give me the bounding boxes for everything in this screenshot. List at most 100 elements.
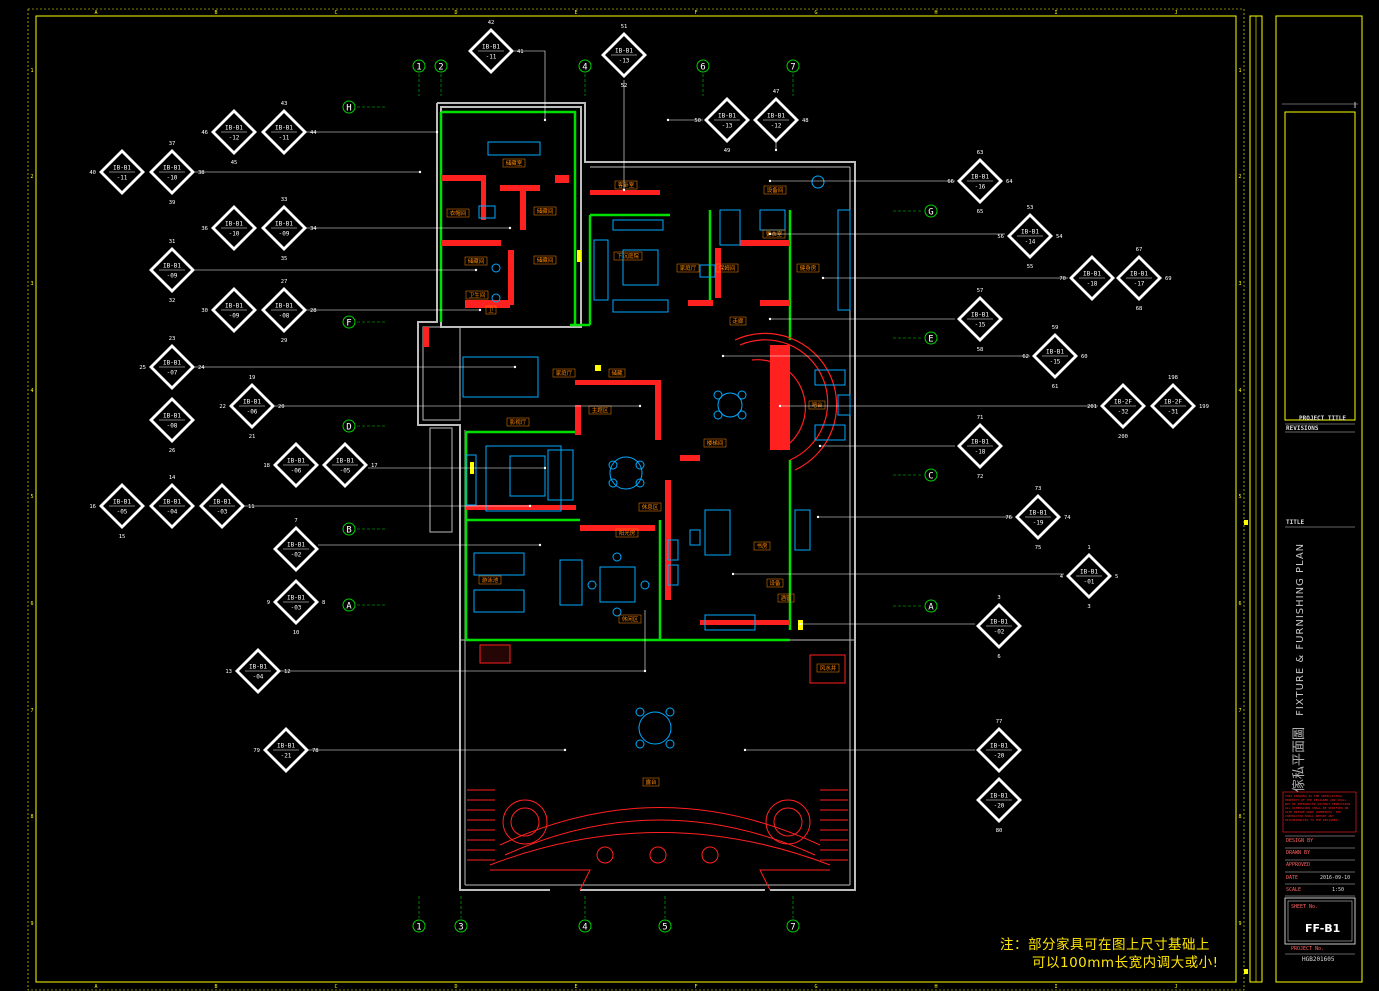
grid-bubble: G xyxy=(893,204,938,218)
room-label-text: 家庭厅 xyxy=(556,369,573,377)
date-label: DATE xyxy=(1286,875,1299,881)
tag-ref-bottom: 68 xyxy=(1136,306,1143,312)
tag-ref-top: 19 xyxy=(249,375,256,381)
leader-dot xyxy=(778,404,782,408)
drawing-title: 傢私平面圖 FIXTURE & FURNISHING PLAN xyxy=(1288,543,1307,792)
room-label: 储藏间 xyxy=(533,206,557,216)
border-letter-bottom: J xyxy=(1174,984,1177,990)
tag-number: -08 xyxy=(279,313,290,320)
tag-number: -05 xyxy=(340,468,351,475)
tag-ref-top: 37 xyxy=(169,141,176,147)
leader-dot xyxy=(538,543,542,547)
room-label: 风水井 xyxy=(816,663,840,673)
note-line-2: 可以100mm长宽内调大或小! xyxy=(1032,955,1219,971)
room-label-text: 客卧室 xyxy=(618,181,635,189)
border-letter-top: D xyxy=(454,10,457,16)
leader-dot xyxy=(638,404,642,408)
room-label: 储藏间 xyxy=(533,255,557,265)
tag-ref-top: 71 xyxy=(977,415,984,421)
tag-ref-top: 53 xyxy=(1027,205,1034,211)
tag-ref-top: 73 xyxy=(1035,486,1042,492)
grid-bubble-label: E xyxy=(928,335,933,345)
room-label: 休息区 xyxy=(638,502,662,512)
tag-ref-left: 4 xyxy=(1060,574,1064,580)
tag-number: -13 xyxy=(722,123,733,130)
tag-type: IB-B1 xyxy=(249,664,267,671)
room-label-text: 休息区 xyxy=(642,503,659,511)
tag-ref-left: 76 xyxy=(1005,515,1012,521)
approved-label: APPROVED xyxy=(1286,862,1311,868)
tag-type: IB-B1 xyxy=(163,263,181,270)
tag-type: IB-B1 xyxy=(1080,569,1098,576)
leader-dot xyxy=(528,504,532,508)
border-letter-bottom: D xyxy=(454,984,457,990)
tag-ref-left: 70 xyxy=(1059,276,1066,282)
tag-number: -03 xyxy=(291,605,302,612)
tag-number: -16 xyxy=(975,184,986,191)
room-label-text: 吧台 xyxy=(811,401,823,409)
tag-type: IB-2F xyxy=(1114,399,1132,406)
tag-ref-right: 48 xyxy=(802,118,809,124)
tag-type: IB-B1 xyxy=(767,113,785,120)
furniture-tag: IB-B1-027 xyxy=(273,518,319,572)
grid-bubble-label: 1 xyxy=(416,63,421,73)
sheet-number: FF-B1 xyxy=(1305,922,1341,935)
room-label: 储藏室 xyxy=(502,158,526,168)
border-number-left: 1 xyxy=(30,68,33,74)
tag-type: IB-B1 xyxy=(990,743,1008,750)
tag-type: IB-B1 xyxy=(287,542,305,549)
grid-bubble: 5 xyxy=(658,896,672,933)
grid-bubble-label: A xyxy=(346,602,352,612)
tag-type: IB-B1 xyxy=(971,312,989,319)
tag-type: IB-B1 xyxy=(615,48,633,55)
leader-dot xyxy=(743,748,747,752)
tag-type: IB-B1 xyxy=(275,221,293,228)
tag-number: -11 xyxy=(117,175,128,182)
tag-number: -08 xyxy=(167,423,178,430)
tag-ref-left: 9 xyxy=(267,600,270,606)
border-number-left: 3 xyxy=(30,281,33,287)
tag-ref-left: 66 xyxy=(947,179,954,185)
grid-bubble: 7 xyxy=(786,59,800,96)
room-label-text: 风水井 xyxy=(820,664,837,672)
leader-dot xyxy=(721,354,725,358)
tag-number: -15 xyxy=(1050,359,1061,366)
date-value: 2016-09-10 xyxy=(1320,875,1351,881)
border-letter-top: E xyxy=(574,10,577,16)
room-label-text: 储藏 xyxy=(611,369,623,377)
sheet-no-label: SHEET No. xyxy=(1291,904,1319,910)
tag-number: -21 xyxy=(281,753,292,760)
leader-dot xyxy=(513,365,517,369)
tag-type: IB-B1 xyxy=(163,499,181,506)
scale-label: SCALE xyxy=(1286,887,1302,893)
tag-ref-left: 22 xyxy=(219,404,226,410)
border-letter-top: I xyxy=(1054,10,1057,16)
room-label-text: 衣帽间 xyxy=(450,209,467,217)
leader-dot xyxy=(768,317,772,321)
room-label: 卫生间 xyxy=(465,290,489,300)
tag-number: -02 xyxy=(291,552,302,559)
room-label: 健身房 xyxy=(796,263,820,273)
tag-ref-top: 31 xyxy=(169,239,176,245)
tag-number: -02 xyxy=(994,629,1005,636)
tag-ref-left: 46 xyxy=(201,130,208,136)
tag-ref-bottom: 52 xyxy=(621,83,628,89)
border-number-right: 6 xyxy=(1238,601,1241,607)
tag-number: -03 xyxy=(217,509,228,516)
grid-bubble: 4 xyxy=(578,59,592,96)
tag-type: IB-B1 xyxy=(213,499,231,506)
grid-bubble: A xyxy=(342,598,387,612)
leader-dot xyxy=(666,118,670,122)
tag-number: -05 xyxy=(117,509,128,516)
tag-number: -11 xyxy=(279,135,290,142)
